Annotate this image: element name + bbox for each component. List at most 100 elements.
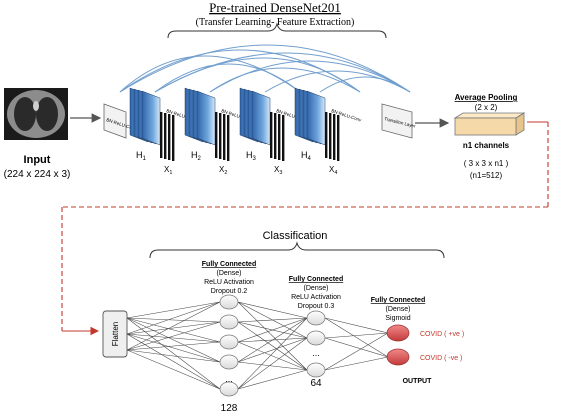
network-edge (237, 361, 308, 371)
pooling-channels: n1 channels (463, 141, 510, 150)
feature-map-slab (141, 90, 161, 146)
network-edge (237, 369, 308, 390)
network-edge (324, 317, 389, 358)
feature-bar (219, 113, 222, 159)
network-edge (126, 349, 221, 363)
network-edge (237, 341, 308, 371)
fc2-count: 64 (310, 378, 322, 389)
fc2-activation: ReLU Activation (291, 294, 341, 301)
output-node (386, 348, 410, 366)
feature-map-slab (196, 90, 216, 146)
input-ct-image (4, 88, 68, 140)
fc1-node (219, 354, 239, 370)
fc1-node (219, 314, 239, 330)
network-edge (237, 321, 308, 371)
pretrained-brace (167, 22, 387, 39)
pooling-title: Average Pooling (455, 93, 518, 102)
block-h-label: H3 (246, 150, 257, 162)
block-x-label: X3 (274, 165, 282, 176)
feature-bar (325, 112, 328, 158)
block-x-label: X4 (329, 165, 337, 176)
output-label: OUTPUT (403, 378, 433, 385)
classification-title: Classification (263, 230, 328, 242)
network-edge (126, 333, 221, 363)
block-x-label: X1 (164, 165, 172, 176)
transition-layer: Transition Layer (381, 103, 417, 139)
pooling-box (453, 112, 526, 136)
skip-connections (119, 44, 411, 93)
network-edge (324, 332, 389, 371)
feature-bar (223, 114, 226, 160)
flatten-text: Flatten (111, 322, 120, 346)
block-layer-text: BN-ReLU-Conv (331, 108, 363, 123)
network-edge (324, 317, 389, 334)
fc3-activation: Sigmoid (385, 315, 410, 322)
feature-bar (278, 114, 281, 160)
classification-brace (149, 241, 445, 259)
dense-blocks: BN-ReLU-ConvH1X1BN-ReLU-ConvH2X2BN-ReLU-… (129, 87, 363, 176)
feature-bar (270, 112, 273, 158)
network-edge (237, 337, 308, 363)
network-edge (126, 341, 221, 351)
feature-bar (337, 115, 340, 161)
fc1-dots: ... (225, 374, 233, 384)
network-edge (324, 337, 389, 358)
network-edge (237, 317, 308, 363)
feature-map-slab (251, 90, 271, 146)
feature-bar (333, 114, 336, 160)
pooling-size: (2 x 2) (475, 103, 498, 112)
network-edge (237, 301, 308, 319)
network-connections (126, 301, 389, 390)
network-edge (237, 301, 308, 371)
fc1-count: 128 (221, 403, 238, 414)
network-edge (126, 333, 221, 390)
fc1-dropout: Dropout 0.2 (211, 288, 248, 295)
output-feature-bars (215, 112, 230, 161)
pooling-n: (n1=512) (470, 171, 503, 180)
network-edge (126, 317, 221, 323)
block-h-label: H2 (191, 150, 202, 162)
network-edge (126, 301, 221, 335)
network-edge (126, 321, 221, 335)
network-edge (126, 349, 221, 390)
flatten-layer: Flatten (102, 310, 128, 358)
input-label: Input (24, 154, 51, 166)
fc2-type: (Dense) (304, 285, 329, 292)
block-h-label: H4 (301, 150, 312, 162)
output-feature-bars (160, 112, 175, 161)
network-edge (237, 337, 308, 390)
network-edge (237, 317, 308, 390)
pretrained-title: Pre-trained DenseNet201 (209, 0, 341, 15)
pooling-shape: ( 3 x 3 x n1 ) (464, 159, 509, 168)
fc3-title: Fully Connected (371, 297, 425, 304)
red-connector (61, 121, 549, 336)
network-edge (126, 301, 221, 319)
network-edge (126, 317, 221, 343)
output-feature-bars (270, 112, 285, 161)
network-edge (126, 321, 221, 351)
output-feature-bars (325, 112, 340, 161)
feature-bar (274, 113, 277, 159)
fc2-dropout: Dropout 0.3 (298, 303, 335, 310)
fc1-node (219, 294, 239, 310)
network-edge (237, 317, 308, 343)
feature-bar (282, 115, 285, 161)
fc1-type: (Dense) (217, 270, 242, 277)
feature-bar (168, 114, 171, 160)
feature-bar (329, 113, 332, 159)
feature-bar (215, 112, 218, 158)
network-edge (126, 317, 221, 390)
fc2-dots: ... (312, 348, 320, 358)
feature-map-slab (306, 90, 326, 146)
feature-bar (227, 115, 230, 161)
output-label-negative: COVID ( -ve ) (420, 355, 462, 362)
feature-bar (160, 112, 163, 158)
fc1-title: Fully Connected (202, 261, 256, 268)
fc1-activation: ReLU Activation (204, 279, 254, 286)
fc1-node (219, 381, 239, 397)
fc2-node (306, 362, 326, 378)
network-edge (237, 317, 308, 323)
